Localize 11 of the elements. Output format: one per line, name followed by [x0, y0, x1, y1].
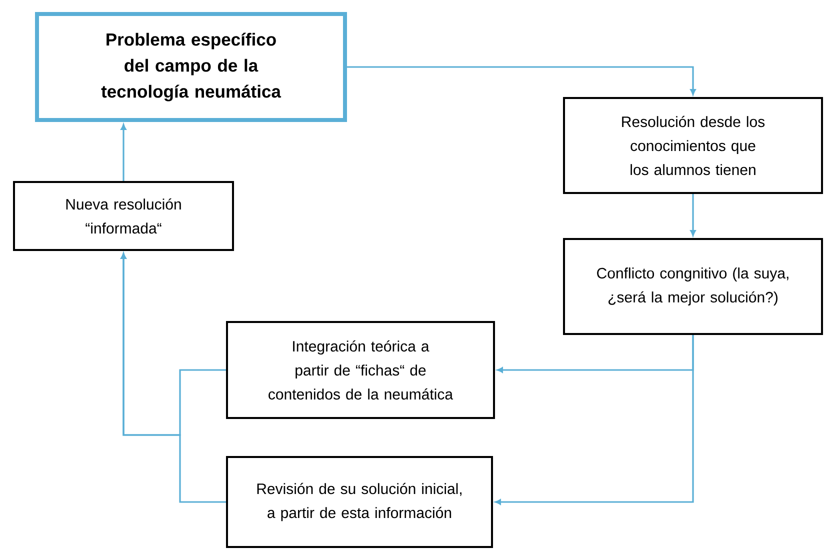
arrow [690, 194, 696, 236]
process-box: Nueva resolución “informada“ [13, 181, 234, 251]
process-box: Resolución desde los conocimientos que los alumnos tienen [563, 97, 824, 194]
problem-box: Problema específico del campo de la tecnología neumática [35, 12, 347, 122]
arrow [495, 335, 694, 505]
arrow [347, 66, 696, 95]
arrow [120, 124, 126, 181]
arrow [120, 253, 226, 503]
process-box: Integración teórica a partir de “fichas“ de contenidos de la neumática [226, 321, 495, 419]
process-box: Conflicto congnitivo (la suya, ¿será la mejor solución?) [563, 238, 824, 335]
process-box: Revisión de su solución inicial, a partir de esta información [226, 456, 493, 548]
